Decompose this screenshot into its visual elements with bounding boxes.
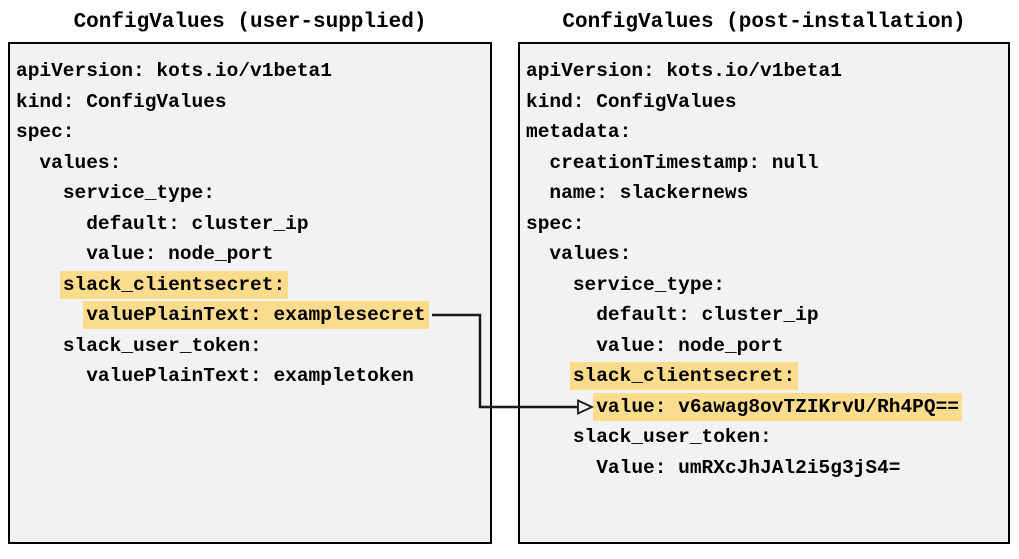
code-line: name: slackernews (526, 178, 1004, 209)
code-line: valuePlainText: examplesecret (16, 300, 486, 331)
code-line: spec: (16, 117, 486, 148)
code-text: apiVersion: kots.io/v1beta1 (16, 60, 332, 82)
code-text: valuePlainText: exampletoken (86, 365, 414, 387)
code-text: value: node_port (86, 243, 274, 265)
code-text: kind: ConfigValues (526, 90, 737, 113)
code-line: slack_user_token: (526, 422, 1004, 453)
code-line: apiVersion: kots.io/v1beta1 (16, 56, 486, 87)
panel-group-user-supplied: ConfigValues (user-supplied) apiVersion:… (8, 8, 492, 544)
code-text: default: cluster_ip (86, 212, 309, 235)
code-line: kind: ConfigValues (526, 87, 1004, 118)
code-line: values: (526, 239, 1004, 270)
code-line: value: node_port (526, 331, 1004, 362)
highlighted-code-text: slack_clientsecret: (572, 362, 796, 390)
code-text: apiVersion: kots.io/v1beta1 (526, 60, 842, 82)
panel-group-post-installation: ConfigValues (post-installation) apiVers… (518, 8, 1010, 544)
code-line: default: cluster_ip (16, 209, 486, 240)
panel-title-post-installation: ConfigValues (post-installation) (562, 11, 966, 34)
highlighted-code-text: value: v6awag8ovTZIKrvU/Rh4PQ== (596, 392, 959, 421)
code-text: value: node_port (596, 334, 784, 357)
code-line: slack_clientsecret: (16, 270, 486, 301)
code-line: default: cluster_ip (526, 300, 1004, 331)
code-text: service_type: (572, 273, 725, 296)
code-text: values: (549, 243, 632, 265)
code-text: spec: (16, 121, 75, 143)
code-text: service_type: (62, 182, 215, 204)
code-text: slack_user_token: (572, 426, 772, 448)
code-line: kind: ConfigValues (16, 87, 486, 118)
code-line: value: v6awag8ovTZIKrvU/Rh4PQ== (526, 392, 1004, 423)
code-line: valuePlainText: exampletoken (16, 361, 486, 392)
code-line: apiVersion: kots.io/v1beta1 (526, 56, 1004, 87)
code-text: kind: ConfigValues (16, 90, 227, 113)
code-line: slack_clientsecret: (526, 361, 1004, 392)
code-line: spec: (526, 209, 1004, 240)
panel-title-user-supplied: ConfigValues (user-supplied) (73, 11, 427, 34)
code-line: service_type: (526, 270, 1004, 301)
highlighted-code-text: slack_clientsecret: (62, 270, 286, 299)
code-text: creationTimestamp: null (549, 151, 819, 174)
code-text: Value: umRXcJhJAl2i5g3jS4= (596, 456, 901, 479)
code-text: spec: (526, 212, 585, 235)
code-line: creationTimestamp: null (526, 148, 1004, 179)
code-line: Value: umRXcJhJAl2i5g3jS4= (526, 453, 1004, 484)
code-line: value: node_port (16, 239, 486, 270)
code-text: metadata: (526, 121, 632, 143)
highlighted-code-text: valuePlainText: examplesecret (86, 301, 426, 329)
code-line: metadata: (526, 117, 1004, 148)
code-line: service_type: (16, 178, 486, 209)
code-text: name: slackernews (549, 182, 749, 204)
code-text: slack_user_token: (62, 334, 262, 357)
code-text: default: cluster_ip (596, 304, 819, 326)
code-text: values: (39, 151, 122, 174)
config-panel-post-installation: apiVersion: kots.io/v1beta1 kind: ConfigV… (518, 42, 1010, 544)
config-panel-user-supplied: apiVersion: kots.io/v1beta1 kind: ConfigV… (8, 42, 492, 544)
code-line: slack_user_token: (16, 331, 486, 362)
code-line: values: (16, 148, 486, 179)
